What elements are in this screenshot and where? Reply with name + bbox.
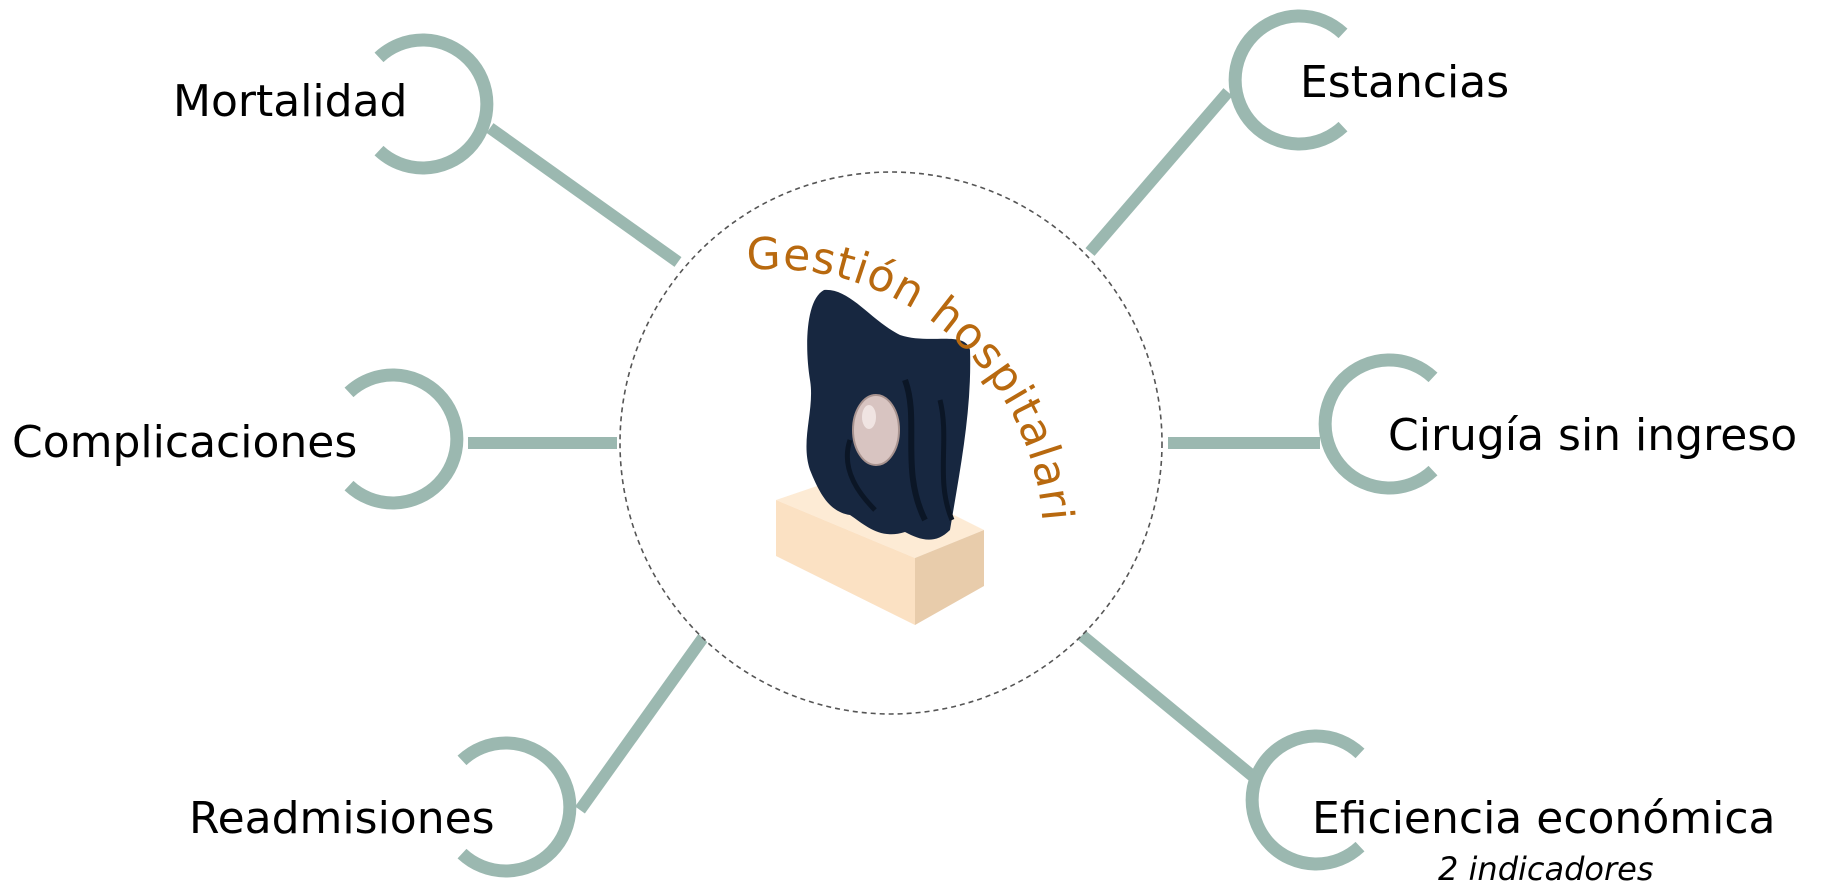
bracket-mortalidad xyxy=(374,33,494,175)
bracket-readmisiones xyxy=(457,736,577,878)
connector-eficiencia xyxy=(1069,623,1259,783)
node-label-eficiencia: Eficiencia económica xyxy=(1312,793,1776,844)
connector-mortalidad xyxy=(486,123,682,267)
bracket-complicaciones xyxy=(344,368,464,510)
node-label-cirugia: Cirugía sin ingreso xyxy=(1388,410,1798,461)
bracket-cirugia xyxy=(1318,353,1438,495)
bracket-estancias xyxy=(1228,9,1348,151)
sculpture-award-icon xyxy=(776,289,984,625)
connector-lines xyxy=(468,88,1320,814)
node-label-complicaciones: Complicaciones xyxy=(12,417,358,468)
node-brackets xyxy=(344,9,1438,878)
node-label-mortalidad: Mortalidad xyxy=(173,76,408,127)
connector-estancias xyxy=(1085,88,1233,256)
bracket-eficiencia xyxy=(1245,729,1365,871)
node-label-estancias: Estancias xyxy=(1300,57,1510,108)
node-label-readmisiones: Readmisiones xyxy=(189,793,495,844)
connector-readmisiones xyxy=(575,624,715,814)
node-sublabel-eficiencia: 2 indicadores xyxy=(1438,850,1654,888)
